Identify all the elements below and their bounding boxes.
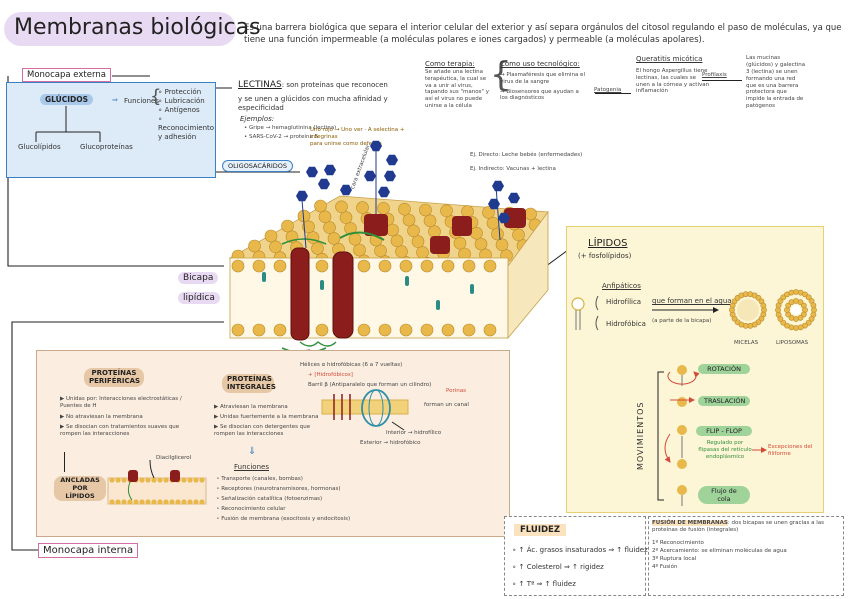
lectinas-ej2: • SARS-CoV-2 → proteína S [244,134,319,140]
page-title: Membranas biológicas [14,15,261,40]
fluidez-title: FLUIDEZ [514,524,567,536]
glucidos-item-2: ∘ Antígenos [158,106,200,114]
fluidez-item-0: ∘ ↑ Ác. grasos insaturados ⇒ ↑ fluidez [512,546,648,554]
monocapa-externa-label: Monocapa externa [22,68,111,82]
rotacion-pill: ROTACIÓN [698,364,750,374]
liposomas-label: LIPOSOMAS [776,340,809,346]
perifericas-item-1: ▶ No atraviesan la membrana [60,414,143,420]
integrales-fitem-0: ∘ Transporte (canales, bombas) [216,476,303,482]
perifericas-title: PROTEÍNAS PERIFÉRICAS [84,368,144,387]
lectinas-desc3: especificidad [238,104,284,112]
lectinas-gris: Uno rojo → Uno ver · A selectina + integ… [310,127,405,147]
perifericas-item-0: ▶ Unidas por: Interacciones electrostáti… [60,396,182,409]
fusion-box [648,516,844,596]
micelas-label: MICELAS [734,340,759,346]
oligosacaridos-label: OLIGOSACÁRIDOS [222,160,294,172]
funciones-arrow: ⇒ [112,96,118,104]
profilaxis-line [702,80,742,81]
diacil-label: Diacilglicerol [156,455,192,461]
lectinas-title: LECTINAS: son proteínas que reconocen [238,80,388,90]
integrales-funciones: Funciones [234,463,269,471]
fusion-item-3: 4º Fusión [652,564,678,570]
integrales-item-1: ▶ Unidas fuertemente a la membrana [214,414,319,420]
intro-text: Es una barrera biológica que separa el i… [244,23,842,46]
hidrofobica-label: Hidrofóbica [606,320,646,328]
uso-terapia: Como terapia: Se añade una lectina terap… [425,60,489,110]
lectinas-ej1: • Gripe → hemaglutinina (lectina) [244,125,337,131]
fusion-desc: FUSIÓN DE MEMBRANAS: dos bicapas se unen… [652,520,824,533]
glucolipidos-label: Glucolípidos [18,143,61,151]
queratitis: Queratitis micótica El hongo Aspergillus… [636,55,710,95]
uso-tecnologico: Como uso tecnológico: → Plasmaféresis qu… [500,60,585,102]
patogenia-arrow: Patogenia [594,87,622,93]
fluidez-item-1: ∘ ↑ Colesterol ⇒ ↑ rigidez [512,563,604,571]
helices-l2: + [Hidrofóbicos] [308,372,353,378]
traslacion-pill: TRASLACIÓN [698,396,750,406]
ancladas-connector [64,452,65,472]
glucidos-item-3: ∘ Reconocimiento y adhesión [158,115,215,141]
fluidez-box [504,516,646,596]
flujo-pill: Flujo de cola [698,486,750,504]
glucidos-label: GLÚCIDOS [40,94,94,105]
lipidos-panel [566,226,824,513]
integrales-fitem-2: ∘ Señalización catalítica (fotoenzimas) [216,496,323,502]
helices-l7: forman un canal [424,402,469,408]
lectinas-desc2: y se unen a glúcidos con mucha afinidad … [238,95,388,103]
agua-label: que forman en el agua [652,297,732,305]
glucidos-item-0: ∘ Protección [158,88,202,96]
bicapa-label: Bicapa [178,272,219,284]
flipflop-pill: FLIP - FLOP [696,426,752,436]
integrales-item-0: ▶ Atraviesan la membrana [214,404,288,410]
helices-l1: Hélices α hidrofóbicas (6 a 7 vueltas) [300,362,403,368]
glucidos-item-1: ∘ Lubricación [158,97,205,105]
integrales-fitem-4: ∘ Fusión de membrana (exocitosis y endoc… [216,516,351,522]
mucinas-text: Las mucinas (glúcidos) y galectina 3 (le… [746,55,806,110]
lipidos-title: LÍPIDOS [588,238,628,249]
glucoproteinas-label: Glucoproteínas [80,143,133,151]
fusion-item-1: 2º Acercamiento: se eliminan moléculas d… [652,548,787,554]
anfipaticos-label: Anfipáticos [602,282,641,290]
ancladas-label: ANCLADAS POR LÍPIDOS [54,476,106,502]
patogenia-line [595,93,631,94]
glucidos-funciones: Funciones [124,97,159,105]
fluidez-item-2: ∘ ↑ Tª ⇒ ↑ fluidez [512,580,576,588]
fusion-item-2: 3º Ruptura local [652,556,697,562]
uses-brace: { [490,55,512,95]
integrales-fitem-1: ∘ Receptores (neurotransmisores, hormona… [216,486,341,492]
integrales-item-2: ▶ Se disocian con detergentes que rompen… [214,424,311,437]
funciones-down-arrow: ⇓ [248,446,257,457]
helices-l6: Exterior → hidrofóbico [360,440,421,446]
lipidica-label: lipídica [178,292,220,304]
hidrofilica-label: Hidrofílica [606,298,642,306]
helices-l5: Interior → hidrofílico [386,430,442,436]
lipidos-sub: (+ fosfolípidos) [578,252,632,260]
helices-l3: Barril β (Antiparalelo que forman un cil… [308,382,432,388]
integrales-fitem-3: ∘ Reconocimiento celular [216,506,286,512]
monocapa-interna-label: Monocapa interna [38,543,139,558]
integrales-title: PROTEÍNAS INTEGRALES [222,374,276,393]
title-highlight [4,12,236,46]
dieta-0: Ej. Directo: Leche bebés (enfermedades) [470,152,583,158]
dieta-1: Ej. Indirecto: Vacunas + lectina [470,166,556,172]
fusion-item-0: 1º Reconocimiento [652,540,704,546]
perifericas-item-2: ▶ Se disocian con tratamientos suaves qu… [60,424,180,437]
lectinas-ejemplos: Ejemplos: [240,115,275,123]
regulado-text: Regulado por flipasas del retículo endop… [698,440,752,460]
helices-l4: Porinas [446,388,466,394]
brace: { [150,86,162,107]
excepcion-text: Excepciones del filiforme [768,444,813,457]
profilaxis-arrow: Profilaxis [702,72,727,78]
bicapa-nota: (a parte de la bicapa) [652,318,712,324]
